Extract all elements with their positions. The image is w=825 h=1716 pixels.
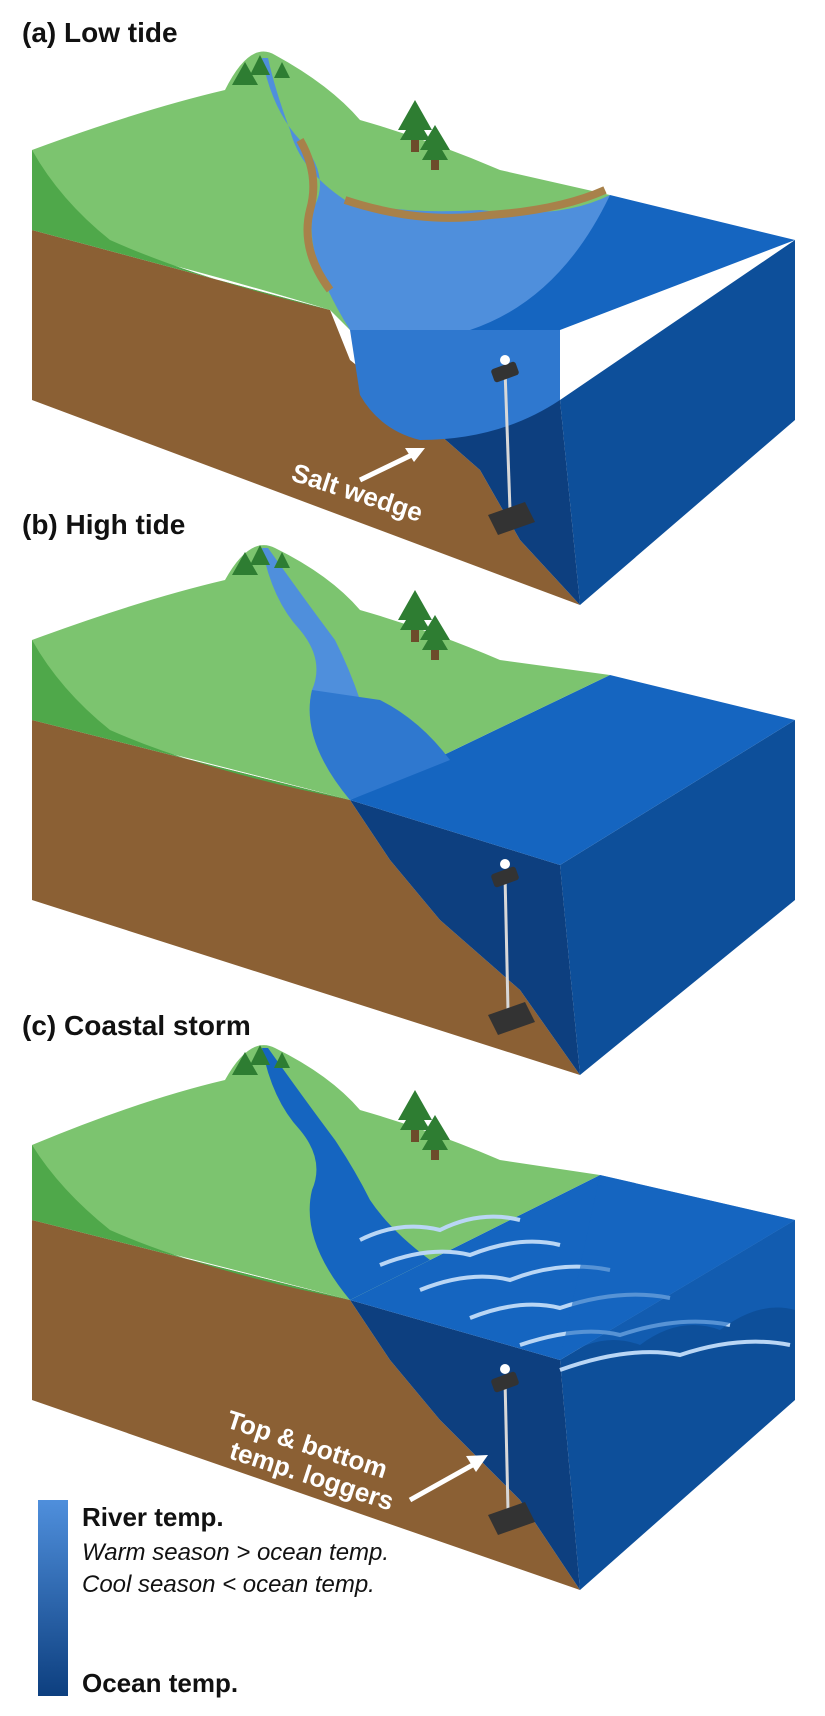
land-front-edge (32, 1145, 350, 1300)
salt-wedge-arrow (358, 449, 420, 483)
logger-line (503, 369, 512, 511)
bottom-logger-icon (488, 1002, 535, 1035)
legend-cool-season: Cool season < ocean temp. (82, 1571, 375, 1598)
panel-title-high-tide: (b) High tide (22, 509, 185, 540)
soil-face (32, 230, 580, 605)
sand-bank (343, 186, 607, 222)
soil-face (32, 1220, 580, 1590)
sand-bank (296, 138, 334, 293)
land-top (32, 1045, 600, 1300)
estuary-mixing (309, 690, 450, 800)
land-front-edge (32, 640, 350, 800)
legend-river-label: River temp. (82, 1502, 224, 1532)
bottom-logger-icon (488, 502, 535, 535)
panel-title-coastal-storm: (c) Coastal storm (22, 1010, 251, 1041)
bottom-logger-icon (488, 1502, 535, 1535)
legend-ocean-label: Ocean temp. (82, 1668, 238, 1698)
panel-title-low-tide: (a) Low tide (22, 17, 178, 48)
land-front-edge (32, 150, 330, 310)
top-logger-icon (491, 355, 519, 383)
arrow-head-icon (466, 1455, 488, 1472)
logger-line (503, 1379, 510, 1511)
top-logger-icon (491, 859, 519, 888)
ocean-top-face (350, 675, 795, 865)
soil-face (32, 720, 580, 1075)
tree-group (232, 1045, 450, 1160)
legend-warm-season: Warm season > ocean temp. (82, 1539, 389, 1566)
temperature-legend: River temp. Warm season > ocean temp. Co… (38, 1500, 389, 1698)
tree-group (232, 55, 450, 170)
legend-gradient-bar (38, 1500, 68, 1696)
wave (379, 1239, 561, 1267)
ocean-deep-face (400, 400, 580, 605)
loggers-arrow (408, 1459, 480, 1503)
wave (359, 1214, 521, 1242)
ocean-deep-face (350, 800, 580, 1075)
top-logger-icon (491, 1364, 519, 1393)
wave (559, 1339, 791, 1372)
panel-coastal-storm: (c) Coastal storm (22, 1010, 795, 1590)
wave-crest (560, 1175, 795, 1360)
arrow-head-icon (405, 448, 425, 462)
logger-line (503, 874, 510, 1011)
ocean-side-face (560, 720, 795, 1075)
panel-low-tide: (a) Low tide (22, 17, 795, 605)
tree-group (232, 545, 450, 660)
panel-high-tide: (b) High tide (22, 509, 795, 1075)
ocean-side-face (560, 240, 795, 605)
ocean-deep-face (350, 1300, 580, 1590)
river-channel (262, 1048, 430, 1300)
river-channel (262, 58, 610, 330)
